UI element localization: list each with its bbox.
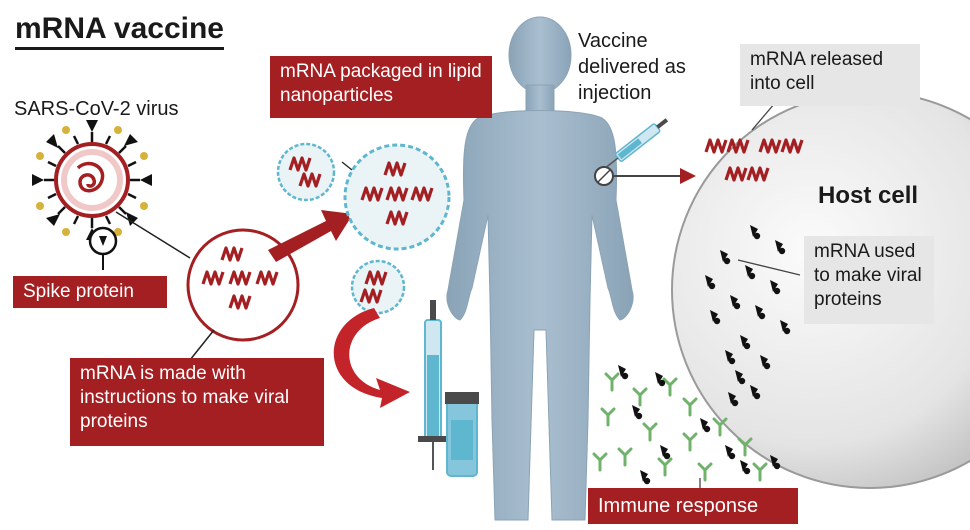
immune-response-label: Immune response <box>588 488 798 524</box>
mrna-used-label: mRNA used to make viral proteins <box>804 236 934 324</box>
mrna-magnified-circle <box>186 228 300 342</box>
curved-arrow-to-syringe <box>333 308 410 408</box>
virus-label: SARS-CoV-2 virus <box>14 98 179 120</box>
host-cell-label: Host cell <box>818 182 919 209</box>
human-body-silhouette <box>446 16 634 521</box>
arrow-to-host-cell <box>680 168 696 184</box>
nanoparticle-small <box>276 142 336 202</box>
spike-protein-label: Spike protein <box>13 276 167 308</box>
mrna-made-label: mRNA is made with instructions to make v… <box>70 358 324 446</box>
mrna-packaged-label: mRNA packaged in lipid nanoparticles <box>270 56 492 118</box>
syringe-and-vial <box>418 300 479 477</box>
small-syringe <box>606 118 669 168</box>
virus-illustration <box>32 120 152 240</box>
nanoparticle-medium <box>350 259 406 315</box>
arrow-to-nanoparticle <box>268 210 353 262</box>
mrna-released-label: mRNA released into cell <box>740 44 920 106</box>
vaccine-delivered-label: Vaccine delivered as injection <box>578 30 686 104</box>
page-title: mRNA vaccine <box>15 12 224 50</box>
